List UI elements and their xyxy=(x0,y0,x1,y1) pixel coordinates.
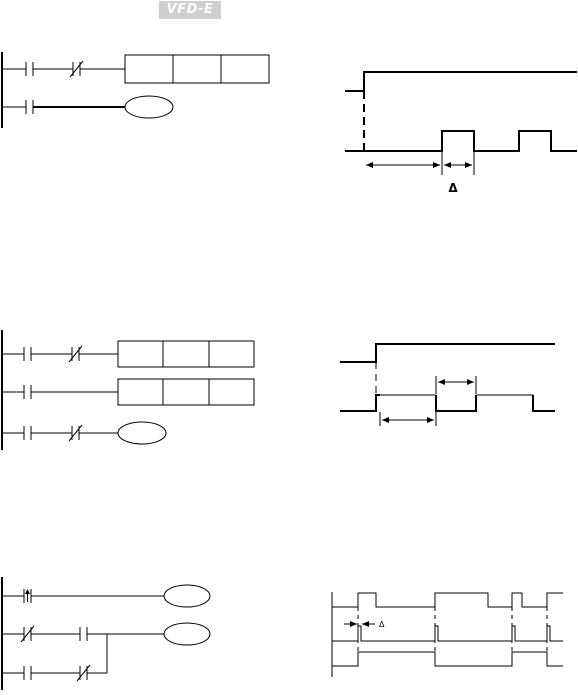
timing-diagram-2 xyxy=(340,344,555,426)
instruction-box xyxy=(125,55,269,83)
input-waveform xyxy=(332,593,563,607)
delta-label: Δ xyxy=(379,620,385,629)
rung-1 xyxy=(2,55,269,83)
rung-2 xyxy=(2,379,254,405)
rung-1 xyxy=(2,585,210,607)
no-contact xyxy=(26,62,33,76)
rising-edge-contact xyxy=(24,589,31,603)
rung-3 xyxy=(2,634,107,681)
input-signal xyxy=(340,344,555,362)
output-pulse-signal xyxy=(345,131,577,151)
timing-diagram-1: Δ xyxy=(345,72,577,195)
toggle-waveform xyxy=(332,652,563,666)
output-coil xyxy=(164,623,210,645)
instruction-box xyxy=(118,379,254,405)
output-coil xyxy=(118,422,166,444)
no-contact xyxy=(24,347,31,361)
output-coil xyxy=(164,585,210,607)
rung-2 xyxy=(2,623,210,645)
input-signal xyxy=(345,72,577,91)
no-contact xyxy=(24,385,31,399)
output-coil xyxy=(125,96,173,118)
delta-label: Δ xyxy=(448,181,458,195)
no-contact xyxy=(24,426,31,440)
timing-diagram-3: Δ xyxy=(332,592,563,677)
no-contact xyxy=(26,100,33,114)
rung-2 xyxy=(2,96,173,118)
ladder-diagram-1 xyxy=(2,52,269,128)
ladder-diagram-2 xyxy=(2,330,254,450)
pulse-waveform xyxy=(332,626,563,641)
rung-3 xyxy=(2,422,166,444)
no-contact xyxy=(24,666,31,680)
ladder-diagram-3 xyxy=(2,577,210,690)
rung-1 xyxy=(2,341,254,367)
output-pulse-signal xyxy=(533,395,555,411)
no-contact xyxy=(80,627,87,641)
instruction-box xyxy=(118,341,254,367)
